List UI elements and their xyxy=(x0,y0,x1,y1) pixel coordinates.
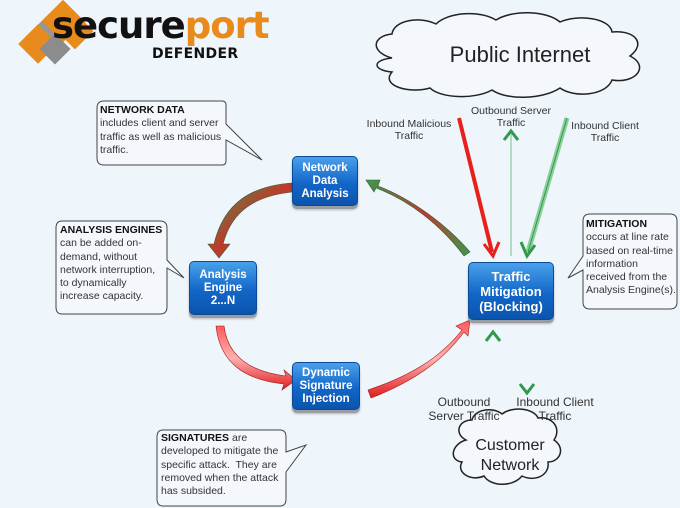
label-inbound-client-top: Inbound Client Traffic xyxy=(571,120,639,144)
callout-network-data-title: NETWORK DATA xyxy=(100,104,185,116)
label-outbound-server-top: Outbound Server Traffic xyxy=(471,105,551,129)
callout-analysis-engines: ANALYSIS ENGINES can be added on- demand… xyxy=(60,224,170,304)
callout-line: demand, without xyxy=(60,250,138,263)
callout-line: to dynamically xyxy=(60,277,127,290)
arrow-inbound-client-top xyxy=(519,117,570,260)
public-internet-label: Public Internet xyxy=(449,42,591,67)
label-outbound-server-bottom: Outbound Server Traffic xyxy=(428,395,500,423)
customer-network-label: Customer Network xyxy=(462,436,558,476)
callout-line: has subsided. xyxy=(161,485,226,498)
public-internet-cloud xyxy=(375,12,641,98)
callout-analysis-engines-title: ANALYSIS ENGINES xyxy=(60,224,163,236)
node-network-data-analysis[interactable]: Network Data Analysis xyxy=(292,156,358,206)
callout-line: includes client and server xyxy=(100,117,219,130)
callout-line: Analysis Engine(s). xyxy=(586,284,676,297)
customer-network-label-line2: Network xyxy=(480,457,540,474)
logo-word-port: port xyxy=(184,4,270,47)
callout-line: received from the xyxy=(586,271,668,284)
callout-signatures: SIGNATURES are developed to mitigate the… xyxy=(161,432,289,498)
callout-line: traffic. xyxy=(100,143,129,156)
callout-mitigation: MITIGATION occurs at line rate based on … xyxy=(586,218,680,298)
arrow-engine-to-signature xyxy=(215,325,297,391)
callout-line: developed to mitigate the xyxy=(161,445,279,458)
arrow-outbound-server-bottom xyxy=(484,329,502,395)
node-analysis-engine[interactable]: Analysis Engine 2...N xyxy=(189,261,257,315)
customer-network-label-line1: Customer xyxy=(475,437,545,454)
node-dynamic-signature-injection[interactable]: Dynamic Signature Injection xyxy=(292,362,360,410)
callout-signatures-title-suffix: are xyxy=(229,432,248,444)
arrow-mitigation-to-network xyxy=(365,179,471,257)
callout-mitigation-title: MITIGATION xyxy=(586,218,648,230)
callout-line: information xyxy=(586,257,638,270)
callout-line: increase capacity. xyxy=(60,290,144,303)
callout-line: occurs at line rate xyxy=(586,231,669,244)
callout-line: based on real-time xyxy=(586,244,673,257)
callout-line: network interruption, xyxy=(60,263,156,276)
callout-network-data: NETWORK DATA includes client and server … xyxy=(100,104,224,157)
callout-signatures-bubble xyxy=(156,429,308,507)
logo-wordmark: secureport xyxy=(52,4,270,47)
arrow-inbound-client-bottom xyxy=(518,330,536,396)
callout-line: can be added on- xyxy=(60,237,142,250)
label-inbound-client-bottom: Inbound Client Traffic xyxy=(516,395,594,423)
callout-network-data-bubble xyxy=(96,100,263,166)
label-inbound-malicious: Inbound Malicious Traffic xyxy=(366,118,452,142)
callout-line: traffic as well as malicious xyxy=(100,130,222,143)
callout-mitigation-bubble xyxy=(567,213,678,310)
callout-signatures-title: SIGNATURES xyxy=(161,432,230,444)
arrow-outbound-server-top xyxy=(502,128,520,256)
arrow-signature-to-mitigation xyxy=(367,319,471,399)
logo-word-secure: secure xyxy=(52,4,186,47)
arrow-network-to-engine xyxy=(207,182,293,259)
logo-subtitle: DEFENDER xyxy=(152,46,239,62)
callout-analysis-engines-bubble xyxy=(55,220,185,315)
node-traffic-mitigation[interactable]: Traffic Mitigation (Blocking) xyxy=(468,262,554,320)
customer-network-cloud xyxy=(452,408,562,485)
arrow-inbound-malicious xyxy=(457,117,501,259)
callout-line: removed when the attack xyxy=(161,471,279,484)
callout-line: specific attack. They are xyxy=(161,458,277,471)
